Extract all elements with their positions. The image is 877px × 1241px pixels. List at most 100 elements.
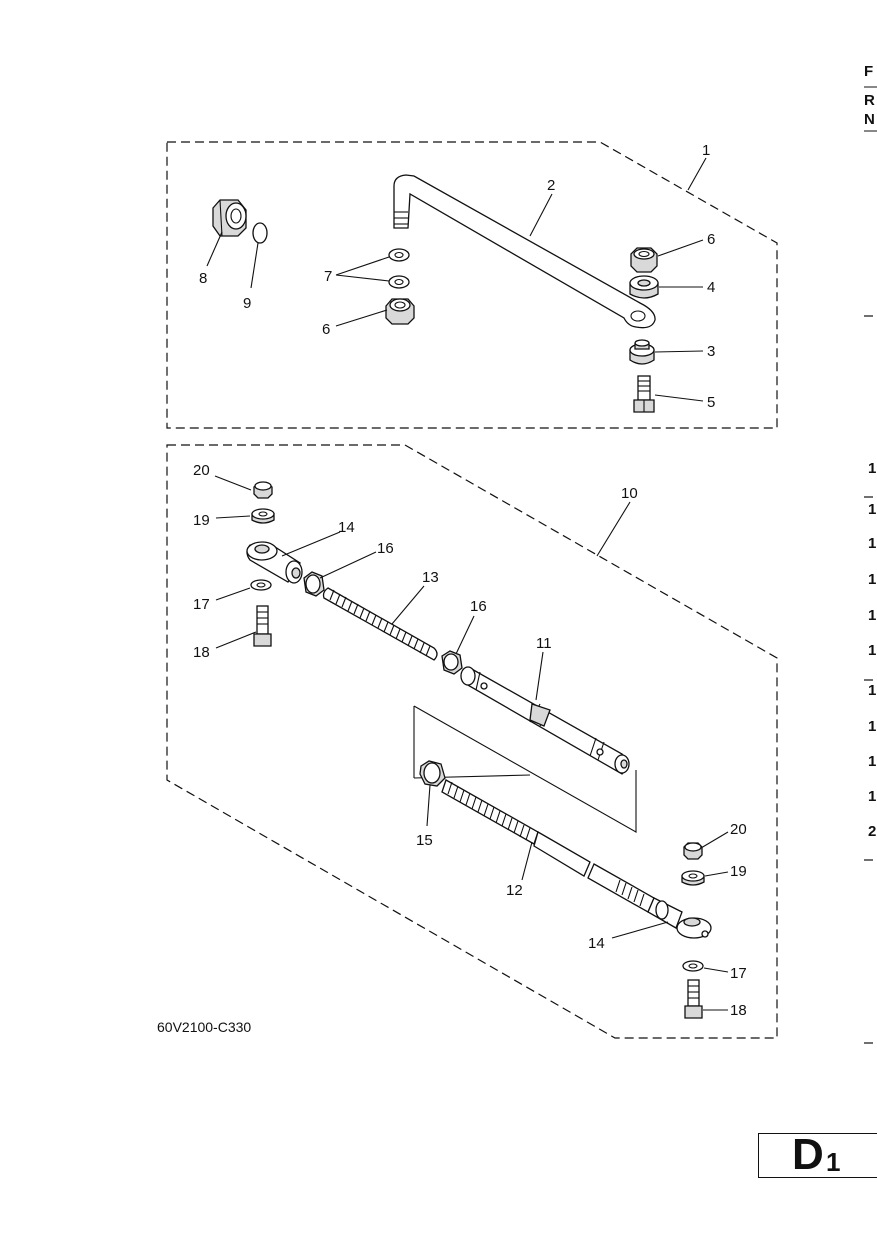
- leader-line: [529, 193, 553, 237]
- nut-part-16: [441, 650, 463, 675]
- washer-part-17: [682, 960, 704, 972]
- leader-line: [654, 350, 704, 353]
- leader-line: [335, 256, 390, 282]
- callout-number: 15: [416, 832, 433, 849]
- washer-part-7: [388, 248, 410, 262]
- callout-number: 17: [730, 965, 747, 982]
- leader-line: [657, 239, 704, 257]
- callout-number: 13: [422, 569, 439, 586]
- leader-line: [215, 631, 257, 649]
- leader-line: [455, 615, 475, 655]
- callout-number: 7: [324, 268, 332, 285]
- leader-line: [250, 242, 259, 289]
- table-row-number: 1: [868, 501, 876, 518]
- table-row-number: 1: [868, 788, 876, 805]
- callout-number: 18: [193, 644, 210, 661]
- washer-part-19: [251, 508, 275, 524]
- table-row-number: 1: [868, 753, 876, 770]
- callout-number: 12: [506, 882, 523, 899]
- leader-line: [206, 231, 223, 267]
- inner-rod-part-12: [441, 779, 683, 929]
- callout-number: 3: [707, 343, 715, 360]
- lower-assembly-outline: [166, 444, 778, 1039]
- nut-part-8: [212, 199, 247, 237]
- callout-number: 4: [707, 279, 715, 296]
- section-code: D: [792, 1130, 824, 1179]
- callout-number: 6: [707, 231, 715, 248]
- callout-number: 5: [707, 394, 715, 411]
- leader-line: [319, 551, 377, 579]
- upper-assembly-outline: [166, 141, 778, 429]
- ball-joint-part-14: [246, 541, 303, 584]
- table-edge-fragment: F R N 1 1 1 1 1 1 1 1 1 1 2: [864, 63, 877, 1044]
- callout-number: 9: [243, 295, 251, 312]
- table-row-number: 1: [868, 642, 876, 659]
- section-number: 1: [826, 1147, 841, 1177]
- ball-joint-part-14: [676, 917, 712, 939]
- o-ring-part-9: [252, 222, 268, 244]
- nut-part-16: [303, 571, 325, 597]
- table-row-number: 2: [868, 823, 876, 840]
- leader-line: [700, 831, 729, 849]
- table-row-number: 1: [868, 571, 876, 588]
- leader-line: [215, 587, 251, 601]
- callout-number: 17: [193, 596, 210, 613]
- callout-number: 11: [536, 635, 552, 652]
- nut-part-6: [385, 298, 415, 325]
- callout-number: 1: [702, 142, 710, 159]
- callout-number: 16: [470, 598, 487, 615]
- callout-number: 8: [199, 270, 207, 287]
- leader-line: [215, 515, 251, 519]
- callout-number: 2: [547, 177, 555, 194]
- assembly-bracket: [413, 705, 637, 833]
- callout-number: 19: [730, 863, 747, 880]
- table-row-number: 1: [868, 682, 876, 699]
- steering-rod-part-2: [393, 174, 656, 329]
- section-tab: [758, 1133, 877, 1178]
- table-header-letter: N: [864, 111, 875, 128]
- leader-line: [654, 394, 704, 402]
- callout-number: 20: [193, 462, 210, 479]
- leader-line: [335, 309, 388, 327]
- collar-part-4: [629, 275, 659, 299]
- nut-part-20: [683, 842, 703, 860]
- bolt-part-5: [633, 375, 655, 413]
- bushing-part-3: [629, 339, 655, 365]
- nut-part-15: [419, 760, 446, 787]
- washer-part-19: [681, 870, 705, 886]
- drawing-code: 60V2100-C330: [157, 1019, 251, 1035]
- leader-line: [703, 967, 729, 973]
- callout-number: 20: [730, 821, 747, 838]
- callout-number: 14: [588, 935, 605, 952]
- leader-line: [687, 157, 707, 191]
- leader-line: [704, 871, 729, 877]
- callout-number: 14: [338, 519, 355, 536]
- leader-line: [214, 475, 252, 491]
- table-header-letter: F: [864, 63, 873, 80]
- washer-part-17: [250, 579, 272, 591]
- table-row-number: 1: [868, 718, 876, 735]
- bolt-part-18: [684, 979, 703, 1019]
- table-row-number: 1: [868, 607, 876, 624]
- table-row-number: 1: [868, 460, 876, 477]
- table-row-number: 1: [868, 535, 876, 552]
- bolt-part-18: [253, 605, 272, 647]
- nut-part-20: [253, 481, 273, 499]
- outer-tube-part-11: [460, 666, 630, 775]
- callout-number: 16: [377, 540, 394, 557]
- callout-number: 10: [621, 485, 638, 502]
- leader-line: [611, 921, 669, 939]
- callout-number: 6: [322, 321, 330, 338]
- leader-line: [596, 501, 631, 557]
- leader-line: [521, 841, 533, 881]
- table-header-letter: R: [864, 92, 875, 109]
- threaded-rod-part-13: [322, 587, 438, 661]
- nut-part-6: [630, 247, 658, 273]
- leader-line: [535, 651, 544, 701]
- leader-line: [426, 784, 431, 827]
- callout-number: 19: [193, 512, 210, 529]
- leader-line: [391, 585, 425, 625]
- washer-part-7: [388, 275, 410, 289]
